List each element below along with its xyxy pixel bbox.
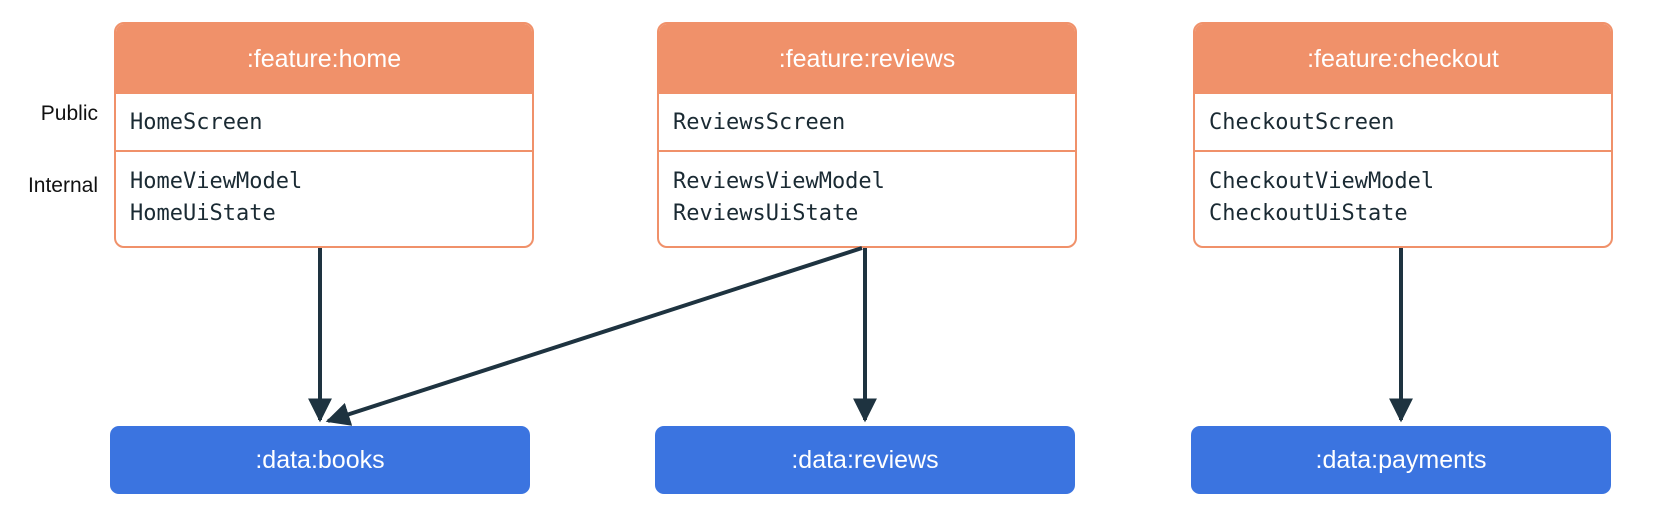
internal-api-list: ReviewsViewModel ReviewsUiState xyxy=(659,152,1075,230)
data-module-reviews: :data:reviews xyxy=(655,426,1075,494)
public-api-item: CheckoutScreen xyxy=(1195,94,1611,152)
internal-api-item: CheckoutUiState xyxy=(1209,201,1408,226)
internal-api-item: HomeUiState xyxy=(130,201,276,226)
feature-module-title: :feature:checkout xyxy=(1195,24,1611,94)
internal-api-list: HomeViewModel HomeUiState xyxy=(116,152,532,230)
feature-module-reviews: :feature:reviews ReviewsScreen ReviewsVi… xyxy=(657,22,1077,248)
internal-api-list: CheckoutViewModel CheckoutUiState xyxy=(1195,152,1611,230)
feature-module-title: :feature:reviews xyxy=(659,24,1075,94)
internal-api-item: CheckoutViewModel xyxy=(1209,169,1435,194)
data-module-payments: :data:payments xyxy=(1191,426,1611,494)
feature-module-home: :feature:home HomeScreen HomeViewModel H… xyxy=(114,22,534,248)
dependency-arrow-reviews-to-books xyxy=(325,246,863,426)
internal-row-label: Internal xyxy=(27,174,98,197)
data-module-books: :data:books xyxy=(110,426,530,494)
feature-module-title: :feature:home xyxy=(116,24,532,94)
internal-api-item: HomeViewModel xyxy=(130,169,303,194)
public-api-item: HomeScreen xyxy=(116,94,532,152)
public-row-label: Public xyxy=(40,102,98,125)
internal-api-item: ReviewsUiState xyxy=(673,201,859,226)
feature-module-checkout: :feature:checkout CheckoutScreen Checkou… xyxy=(1193,22,1613,248)
internal-api-item: ReviewsViewModel xyxy=(673,169,885,194)
public-api-item: ReviewsScreen xyxy=(659,94,1075,152)
